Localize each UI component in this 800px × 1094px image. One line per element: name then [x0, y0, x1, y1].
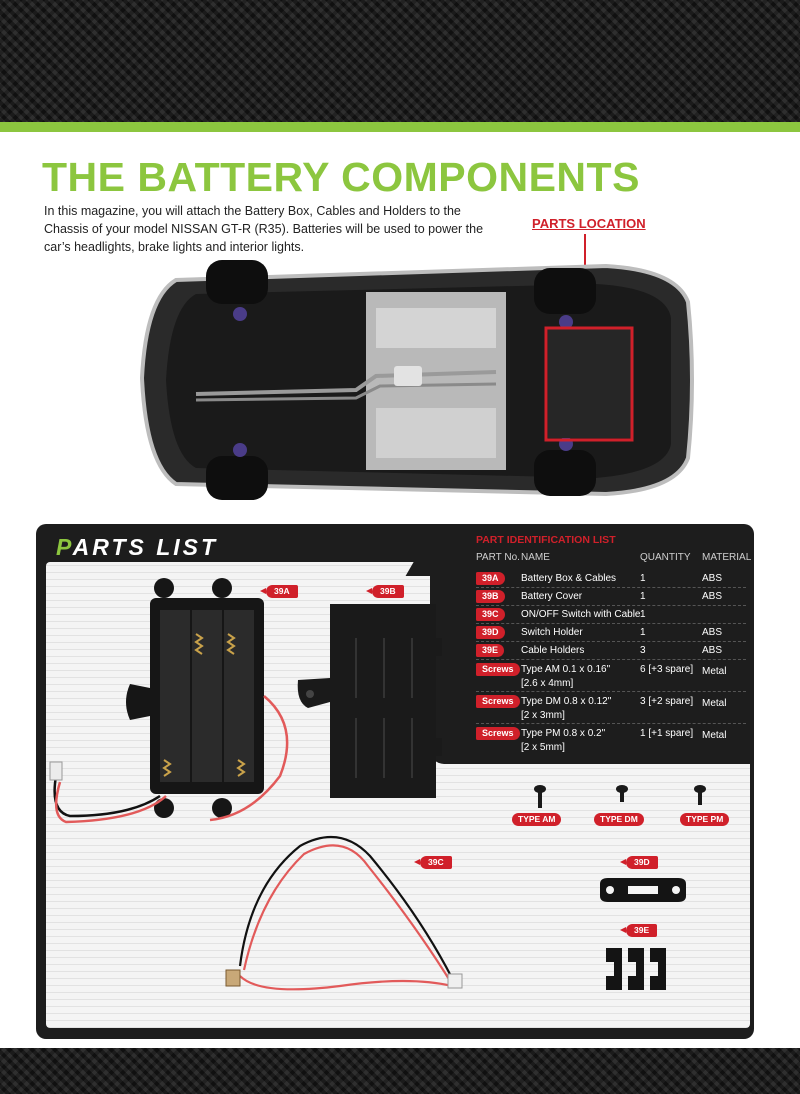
- type-dm-tag: TYPE DM: [594, 813, 644, 826]
- table-row: 39D Switch Holder 1 ABS: [476, 624, 746, 642]
- part-name: Type DM 0.8 x 0.12": [521, 696, 612, 707]
- type-am-tag: TYPE AM: [512, 813, 562, 826]
- part-no-tag: Screws: [476, 695, 520, 708]
- part-quantity: 1: [640, 609, 646, 620]
- part-quantity: 1: [640, 591, 646, 602]
- callout-39b: 39B: [366, 585, 404, 598]
- page-title: THE BATTERY COMPONENTS: [42, 154, 640, 200]
- switch-cable-image: [225, 835, 463, 991]
- part-material: Metal: [702, 666, 727, 677]
- parts-list-title-initial: P: [56, 534, 73, 560]
- part-no-tag: 39C: [476, 608, 505, 621]
- part-name: ON/OFF Switch with Cable: [521, 609, 641, 620]
- part-material: ABS: [702, 591, 723, 602]
- part-quantity: 1: [640, 627, 646, 638]
- header-quantity: QUANTITY: [640, 552, 691, 563]
- screw-dm-image: [616, 785, 628, 802]
- table-row: 39A Battery Box & Cables 1 ABS: [476, 570, 746, 588]
- header-green-stripe: [0, 122, 800, 132]
- header-name: NAME: [521, 552, 550, 563]
- parts-location-highlight: [544, 326, 634, 442]
- part-name: Type PM 0.8 x 0.2": [521, 728, 606, 739]
- part-size: [2.6 x 4mm]: [521, 678, 574, 689]
- part-size: [2 x 5mm]: [521, 742, 565, 753]
- part-material: ABS: [702, 645, 723, 656]
- cable-holders-image: [606, 948, 666, 990]
- part-material: ABS: [702, 627, 723, 638]
- part-material: Metal: [702, 698, 727, 709]
- battery-cover-image: [297, 604, 442, 798]
- type-pm-tag: TYPE PM: [680, 813, 730, 826]
- part-name: Type AM 0.1 x 0.16": [521, 664, 611, 675]
- table-row: Screws Type PM 0.8 x 0.2" [2 x 5mm] 1 [+…: [476, 724, 746, 756]
- part-name: Battery Box & Cables: [521, 573, 617, 584]
- battery-box-image: [49, 578, 289, 824]
- part-quantity: 1: [640, 573, 646, 584]
- footer-carbon-band: [0, 1048, 800, 1094]
- switch-holder-image: [600, 878, 686, 902]
- part-quantity: 3 [+2 spare]: [640, 696, 694, 707]
- callout-39e: 39E: [619, 924, 658, 937]
- callout-39c: 39C: [414, 856, 452, 869]
- intro-text: In this magazine, you will attach the Ba…: [44, 204, 484, 254]
- part-name: Battery Cover: [521, 591, 583, 602]
- car-underside-drawing: [139, 260, 694, 500]
- part-name: Switch Holder: [521, 627, 583, 638]
- callout-39d: 39D: [620, 856, 658, 869]
- table-row: 39C ON/OFF Switch with Cable 1: [476, 606, 746, 624]
- table-row: Screws Type AM 0.1 x 0.16" [2.6 x 4mm] 6…: [476, 660, 746, 692]
- header-material: MATERIAL: [702, 552, 752, 563]
- part-material: ABS: [702, 573, 723, 584]
- screw-am-image: [534, 785, 546, 808]
- part-no-tag: 39B: [476, 590, 505, 603]
- car-underside-image: [136, 258, 696, 502]
- table-row: Screws Type DM 0.8 x 0.12" [2 x 3mm] 3 […: [476, 692, 746, 724]
- part-name: Cable Holders: [521, 645, 585, 656]
- part-quantity: 1 [+1 spare]: [640, 728, 694, 739]
- part-no-tag: 39D: [476, 626, 505, 639]
- callout-39a: 39A: [260, 585, 298, 598]
- screw-pm-image: [694, 785, 706, 805]
- part-no-tag: 39A: [476, 572, 505, 585]
- parts-list-title-rest: ARTS LIST: [72, 534, 219, 560]
- part-quantity: 3: [640, 645, 646, 656]
- part-no-tag: Screws: [476, 663, 520, 676]
- part-no-tag: 39E: [476, 644, 505, 657]
- part-quantity: 6 [+3 spare]: [640, 664, 694, 675]
- parts-location-label: PARTS LOCATION: [532, 216, 646, 231]
- table-row: 39E Cable Holders 3 ABS: [476, 642, 746, 660]
- header-carbon-band: [0, 0, 800, 122]
- table-row: 39B Battery Cover 1 ABS: [476, 588, 746, 606]
- header-part-no: PART No.: [476, 552, 520, 563]
- part-material: Metal: [702, 730, 727, 741]
- table-title: PART IDENTIFICATION LIST: [476, 534, 616, 546]
- part-size: [2 x 3mm]: [521, 710, 565, 721]
- parts-list-title: PARTS LIST: [56, 534, 218, 561]
- part-no-tag: Screws: [476, 727, 520, 740]
